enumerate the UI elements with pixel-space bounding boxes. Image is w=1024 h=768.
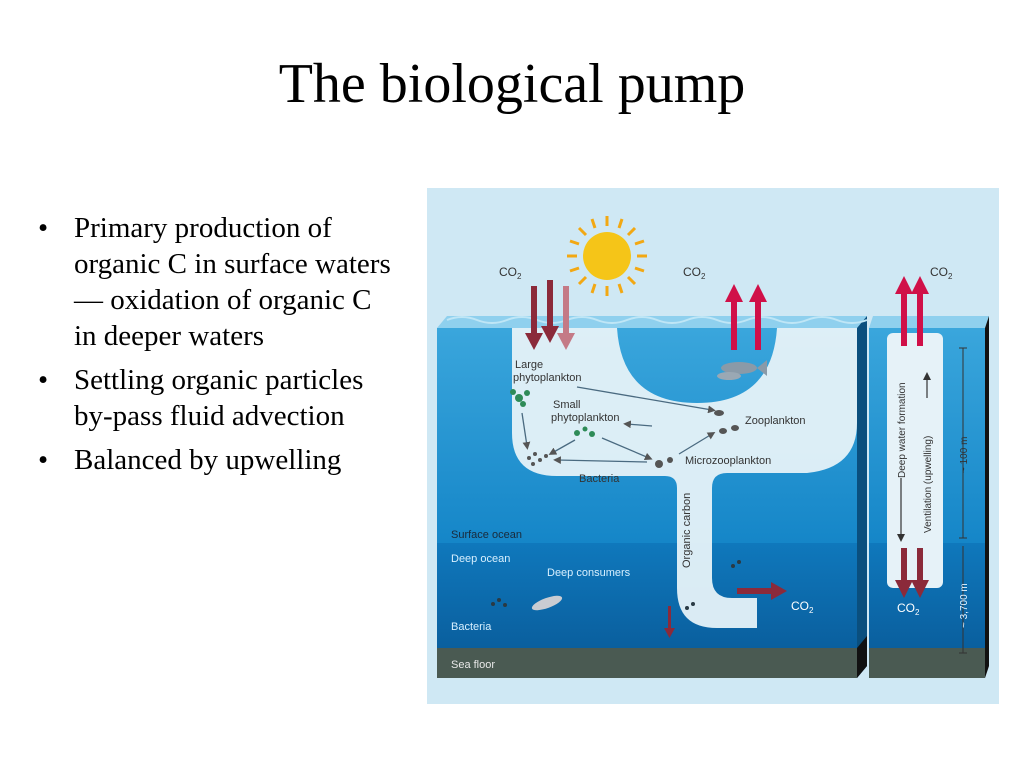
biological-pump-diagram: CO2 CO2 CO2 CO2 CO2 [427, 188, 999, 704]
bullet-text: Primary production of organic C in surfa… [74, 212, 391, 352]
co2-up-arrows-middle [725, 284, 767, 350]
co2-down-arrows [525, 280, 575, 350]
deep-consumers-label: Deep consumers [547, 567, 631, 579]
co2-label-deep: CO2 [791, 599, 814, 615]
sea-floor-label: Sea floor [451, 659, 495, 671]
bullet-item: • Balanced by upwelling [30, 442, 400, 478]
deep-ocean-label: Deep ocean [451, 553, 510, 565]
large-phytoplankton-icon [510, 389, 530, 407]
squid-icon [531, 595, 563, 611]
surface-ocean-label: Surface ocean [451, 529, 522, 541]
bullet-dot: • [38, 364, 49, 396]
column-floor [869, 648, 985, 678]
deep-consumer-icon [491, 560, 741, 610]
co2-up-arrows-right [895, 276, 929, 346]
bullet-item: • Primary production of organic C in surf… [30, 210, 400, 354]
co2-label-bottom-right: CO2 [897, 601, 920, 617]
bullet-dot: • [38, 444, 49, 476]
sun-icon [567, 216, 647, 296]
slide-title: The biological pump [278, 53, 746, 115]
fish-icon [717, 360, 767, 380]
co2-down-arrows-bottom [895, 548, 929, 598]
column-top-face [869, 316, 989, 328]
bullet-text: Settling organic particles by-pass fluid… [74, 364, 364, 432]
block-side-face [857, 316, 867, 678]
organic-carbon-funnel [512, 328, 857, 628]
ventilation-label: Ventilation (upwelling) [923, 436, 934, 533]
food-web-arrows [521, 386, 716, 464]
small-phytoplankton-icon [574, 426, 595, 437]
zooplankton-icon [714, 410, 739, 434]
co2-label-left: CO2 [499, 265, 522, 281]
organic-carbon-label: Organic carbon [681, 493, 693, 568]
deep-ocean-layer [437, 543, 857, 648]
block-side-floor [857, 636, 867, 678]
bullet-dot: • [38, 212, 49, 244]
bacteria-cluster-icon [527, 452, 548, 466]
zooplankton-label: Zooplankton [745, 415, 806, 427]
sinking-arrow [664, 606, 675, 638]
co2-label-right: CO2 [930, 265, 953, 281]
wave-line [446, 316, 868, 324]
deep-water-formation-label: Deep water formation [897, 382, 908, 478]
deep-co2-arrow [737, 582, 787, 600]
co2-label-middle: CO2 [683, 265, 706, 281]
bullet-text: Balanced by upwelling [74, 444, 342, 476]
depth-scale [959, 347, 967, 654]
bullet-list: • Primary production of organic C in surf… [30, 210, 400, 486]
microzooplankton-label: Microzooplankton [685, 455, 771, 467]
ventilation-arrow [923, 372, 931, 398]
depth-3700-label: ~ 3,700 m [959, 583, 970, 628]
column-channel [887, 333, 943, 588]
bacteria-surface-label: Bacteria [579, 473, 620, 485]
sea-floor-layer [437, 648, 857, 678]
deep-water-formation-arrow [897, 478, 905, 542]
microzooplankton-icon [655, 457, 673, 468]
bullet-item: • Settling organic particles by-pass flui… [30, 362, 400, 434]
bacteria-deep-label: Bacteria [451, 621, 492, 633]
column-side-face [985, 316, 989, 678]
depth-100-label: ~ 100 m [959, 437, 970, 473]
